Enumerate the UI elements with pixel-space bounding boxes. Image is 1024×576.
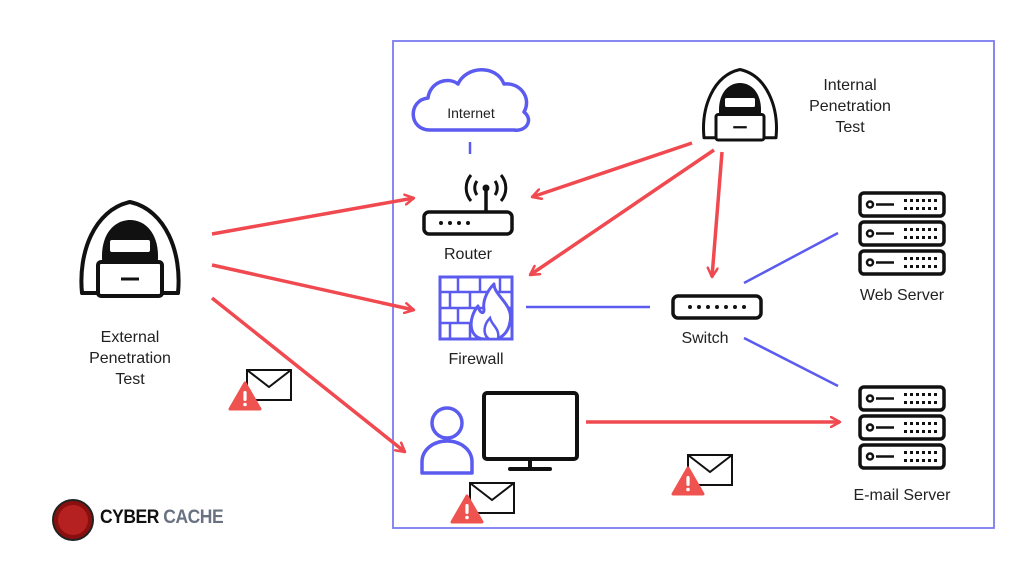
internal-attacker-icon <box>702 68 778 142</box>
external-label-line: Penetration <box>89 350 171 367</box>
phishing-email-icon <box>450 482 515 524</box>
internet-label: Internet <box>447 105 495 121</box>
email-server-label: E-mail Server <box>853 487 951 504</box>
router-icon <box>422 174 514 236</box>
external-label-line: Test <box>115 371 145 388</box>
external-to-router-arrow <box>211 198 414 236</box>
internal-label-line: Internal <box>823 77 877 94</box>
switch-icon <box>671 294 763 320</box>
internal-to-switch-arrow <box>712 151 724 277</box>
internal-label-line: Penetration <box>809 98 891 115</box>
internet-cloud-icon <box>411 68 531 132</box>
switch-webserver-link <box>743 231 839 285</box>
external-label-line: External <box>100 329 160 346</box>
router-label: Router <box>443 246 493 263</box>
firewall-icon <box>438 275 514 341</box>
web-server-label: Web Server <box>859 287 945 304</box>
email-server-icon <box>858 385 946 470</box>
user-icon <box>420 406 474 475</box>
internal-network-boundary <box>392 40 995 529</box>
internal-penetration-test-label: Internal Penetration Test <box>790 75 910 138</box>
external-penetration-test-label: External Penetration Test <box>70 327 190 390</box>
web-server-icon <box>858 191 946 276</box>
external-to-user-arrow <box>210 296 405 454</box>
internal-to-router-arrow <box>532 141 693 197</box>
firewall-label: Firewall <box>448 351 504 368</box>
switch-label: Switch <box>681 330 729 347</box>
phishing-email-icon <box>671 454 733 496</box>
internal-to-firewall-arrow <box>530 148 715 277</box>
switch-emailserver-link <box>743 336 839 388</box>
internal-label-line: Test <box>835 119 865 136</box>
workstation-monitor-icon <box>482 391 579 471</box>
logo-word-cyber: CYBER <box>100 507 159 528</box>
external-attacker-icon <box>79 200 181 298</box>
cyber-cache-logo <box>52 499 94 541</box>
external-to-firewall-arrow <box>211 263 414 310</box>
phishing-email-icon <box>228 369 292 411</box>
logo-word-cache: CACHE <box>163 507 224 528</box>
logo-wordmark: CYBER CACHE <box>100 507 224 529</box>
